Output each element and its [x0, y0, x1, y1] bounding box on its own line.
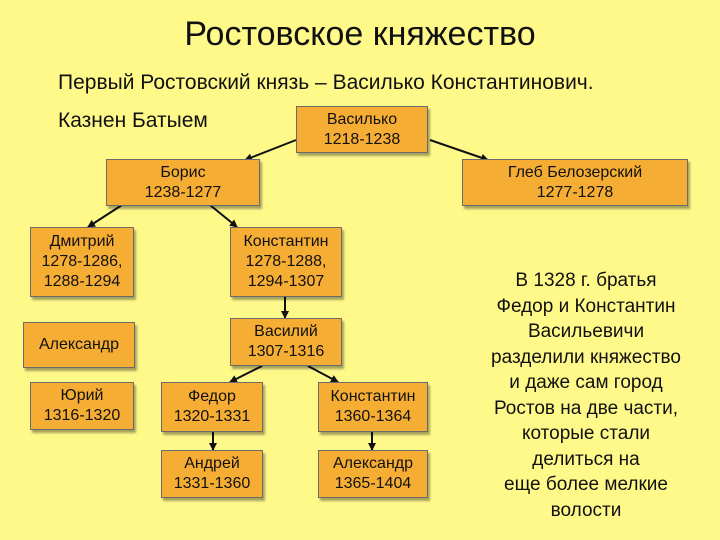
node-name: Константин — [243, 233, 329, 250]
node-name: Андрей — [184, 455, 240, 472]
history-note: В 1328 г. братья Федор и Константин Васи… — [455, 268, 717, 523]
node-years: 1218-1238 — [323, 130, 401, 148]
node-vasily: Василий 1307-1316 — [230, 318, 342, 366]
note-line: которые стали — [521, 423, 651, 444]
intro-line-2: Казнен Батыем — [58, 109, 208, 132]
node-fedor: Федор 1320-1331 — [161, 382, 263, 432]
edge-vasily-fedor — [229, 365, 263, 383]
node-years: 1320-1331 — [173, 408, 251, 425]
node-andrey: Андрей 1331-1360 — [161, 450, 263, 498]
node-years: 1316-1320 — [43, 407, 121, 424]
node-years: 1331-1360 — [173, 475, 251, 492]
note-line: Федор и Константин — [496, 295, 676, 317]
node-years: 1360-1364 — [334, 408, 412, 425]
note-line: Васильевичи — [527, 321, 645, 342]
note-line: Ростов на две части, — [493, 397, 679, 419]
node-years: 1294-1307 — [247, 273, 325, 290]
node-years: 1288-1294 — [43, 273, 121, 290]
node-years: 1238-1277 — [144, 183, 222, 201]
note-line: В 1328 г. братья — [515, 270, 657, 291]
node-name: Константин — [330, 388, 416, 405]
intro-line-1: Первый Ростовский князь – Василько Конст… — [58, 71, 594, 94]
node-alexander-2: Александр 1365-1404 — [318, 450, 428, 498]
edge-vasilko-gleb — [429, 139, 489, 162]
edge-boris-konstantin — [209, 204, 238, 228]
node-years: 1278-1288, — [245, 253, 327, 270]
node-konstantin-2: Константин 1360-1364 — [318, 382, 428, 432]
edge-vasilko-boris — [244, 139, 297, 162]
node-name: Василько — [326, 110, 398, 128]
node-dmitry: Дмитрий 1278-1286, 1288-1294 — [30, 227, 134, 297]
note-line: волости — [550, 499, 622, 521]
note-line: разделили княжество — [491, 346, 681, 368]
edge-vasily-konstantin2 — [307, 365, 339, 383]
note-line: еще более мелкие — [504, 474, 668, 495]
node-gleb: Глеб Белозерский 1277-1278 — [462, 159, 688, 206]
node-years: 1277-1278 — [536, 183, 614, 201]
node-name: Александр — [332, 455, 414, 472]
node-name: Александр — [38, 336, 120, 353]
node-name: Дмитрий — [49, 233, 115, 250]
node-boris: Борис 1238-1277 — [106, 159, 260, 206]
node-name: Юрий — [60, 387, 104, 404]
node-vasilko: Василько 1218-1238 — [296, 106, 428, 153]
edge-boris-dmitry — [87, 204, 123, 228]
node-years: 1278-1286, — [41, 253, 123, 270]
node-yury: Юрий 1316-1320 — [30, 382, 134, 430]
node-alexander-1: Александр — [23, 322, 135, 368]
node-name: Борис — [160, 163, 206, 181]
node-years: 1365-1404 — [334, 475, 412, 492]
node-name: Федор — [188, 388, 236, 405]
page-title: Ростовское княжество — [184, 15, 536, 53]
note-line: делиться на — [532, 448, 640, 470]
node-years: 1307-1316 — [247, 343, 325, 360]
node-name: Василий — [254, 323, 318, 340]
note-line: и даже сам город — [509, 372, 663, 393]
node-name: Глеб Белозерский — [507, 163, 643, 181]
node-konstantin-1: Константин 1278-1288, 1294-1307 — [230, 227, 342, 297]
